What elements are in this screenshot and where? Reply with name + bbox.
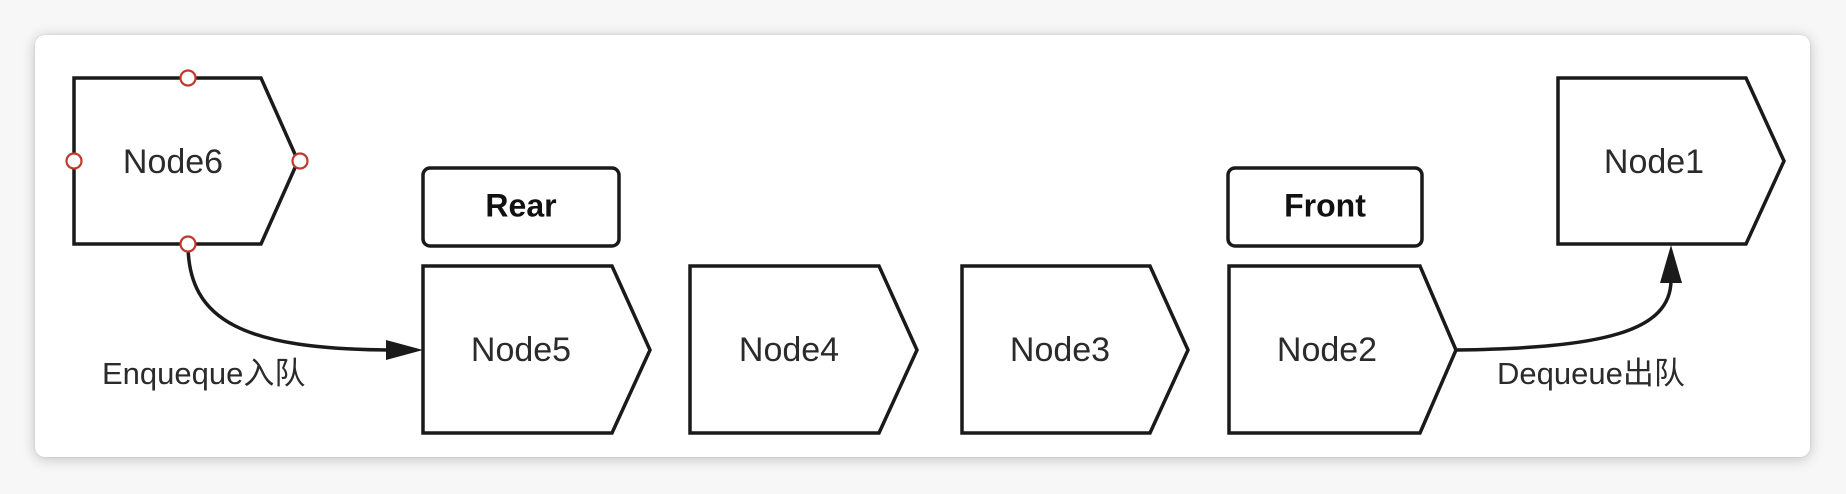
node-1-label: Node1 [1604,143,1704,181]
enqueue-arrow-line[interactable] [186,243,391,352]
dequeue-arrowhead [1660,245,1682,283]
rear-label: Rear [485,187,556,223]
front-pointer[interactable]: Front [1226,166,1424,248]
node-2-label: Node2 [1277,331,1377,369]
diagram-card [35,35,1810,457]
node-4-label: Node4 [739,331,839,369]
node-5[interactable]: Node5 [421,264,652,435]
dequeue-connector[interactable] [1455,245,1682,352]
enqueue-connector[interactable] [186,243,423,360]
node-4-shape[interactable] [688,264,919,435]
rear-box[interactable] [421,166,621,248]
rear-pointer[interactable]: Rear [421,166,621,248]
front-label: Front [1284,187,1366,223]
node-5-label: Node5 [471,331,571,369]
node-5-shape[interactable] [421,264,652,435]
node-3[interactable]: Node3 [960,264,1190,435]
node-6-label: Node6 [123,143,223,181]
right-resize-handle[interactable] [291,152,309,170]
left-resize-handle[interactable] [65,152,83,170]
node-3-shape[interactable] [960,264,1190,435]
node-6[interactable]: Node6 [72,76,300,246]
dequeue-arrow-line[interactable] [1455,279,1673,352]
node-3-label: Node3 [1010,331,1110,369]
enqueue-arrowhead [386,340,423,360]
bottom-connection-handle[interactable] [179,235,197,253]
node-1[interactable]: Node1 [1556,76,1786,246]
enqueue-label: Enqueque入队 [102,356,305,391]
node-1-shape[interactable] [1556,76,1786,246]
node-6-shape[interactable] [72,76,300,246]
dequeue-label: Dequeue出队 [1497,356,1685,391]
node-4[interactable]: Node4 [688,264,919,435]
front-box[interactable] [1226,166,1424,248]
node-2[interactable]: Node2 [1227,264,1458,435]
top-resize-handle[interactable] [179,69,197,87]
node-2-shape[interactable] [1227,264,1458,435]
